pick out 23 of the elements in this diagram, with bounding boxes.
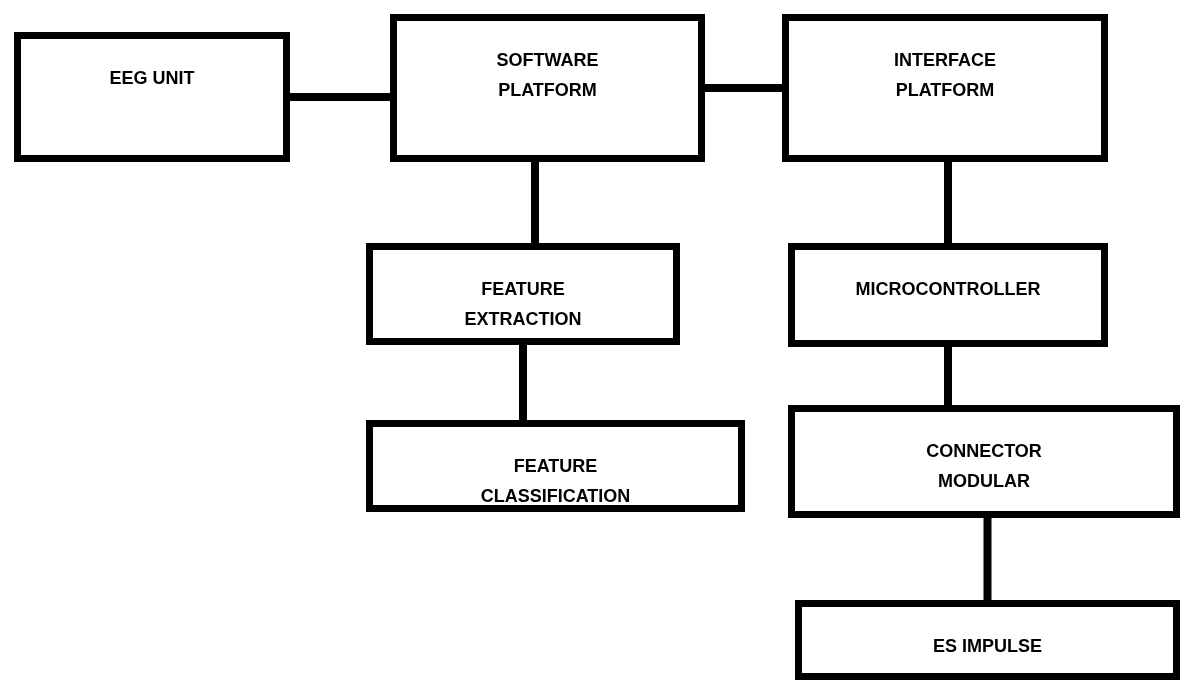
block-box	[795, 600, 1180, 680]
block-box	[366, 420, 745, 512]
block-box	[390, 14, 705, 162]
block-label: EEG UNIT	[109, 67, 195, 90]
connector-line	[983, 518, 992, 600]
connector-line	[705, 84, 782, 92]
connector-line	[944, 347, 952, 405]
block-label: MICROCONTROLLER	[855, 278, 1041, 301]
block-box	[14, 32, 290, 162]
block-label: ES IMPULSE	[933, 635, 1042, 658]
block-box	[366, 243, 680, 345]
block-label: FEATURE EXTRACTION	[463, 278, 583, 331]
connector-line	[519, 345, 527, 420]
block-box	[782, 14, 1108, 162]
block-label: INTERFACE PLATFORM	[893, 49, 997, 102]
block-label: FEATURE CLASSIFICATION	[479, 455, 632, 508]
block-label: SOFTWARE PLATFORM	[495, 49, 600, 102]
block-box	[788, 243, 1108, 347]
block-label: CONNECTOR MODULAR	[925, 440, 1043, 493]
connector-line	[944, 162, 952, 243]
connector-line	[290, 93, 390, 101]
block-box	[788, 405, 1180, 518]
connector-line	[531, 162, 539, 243]
